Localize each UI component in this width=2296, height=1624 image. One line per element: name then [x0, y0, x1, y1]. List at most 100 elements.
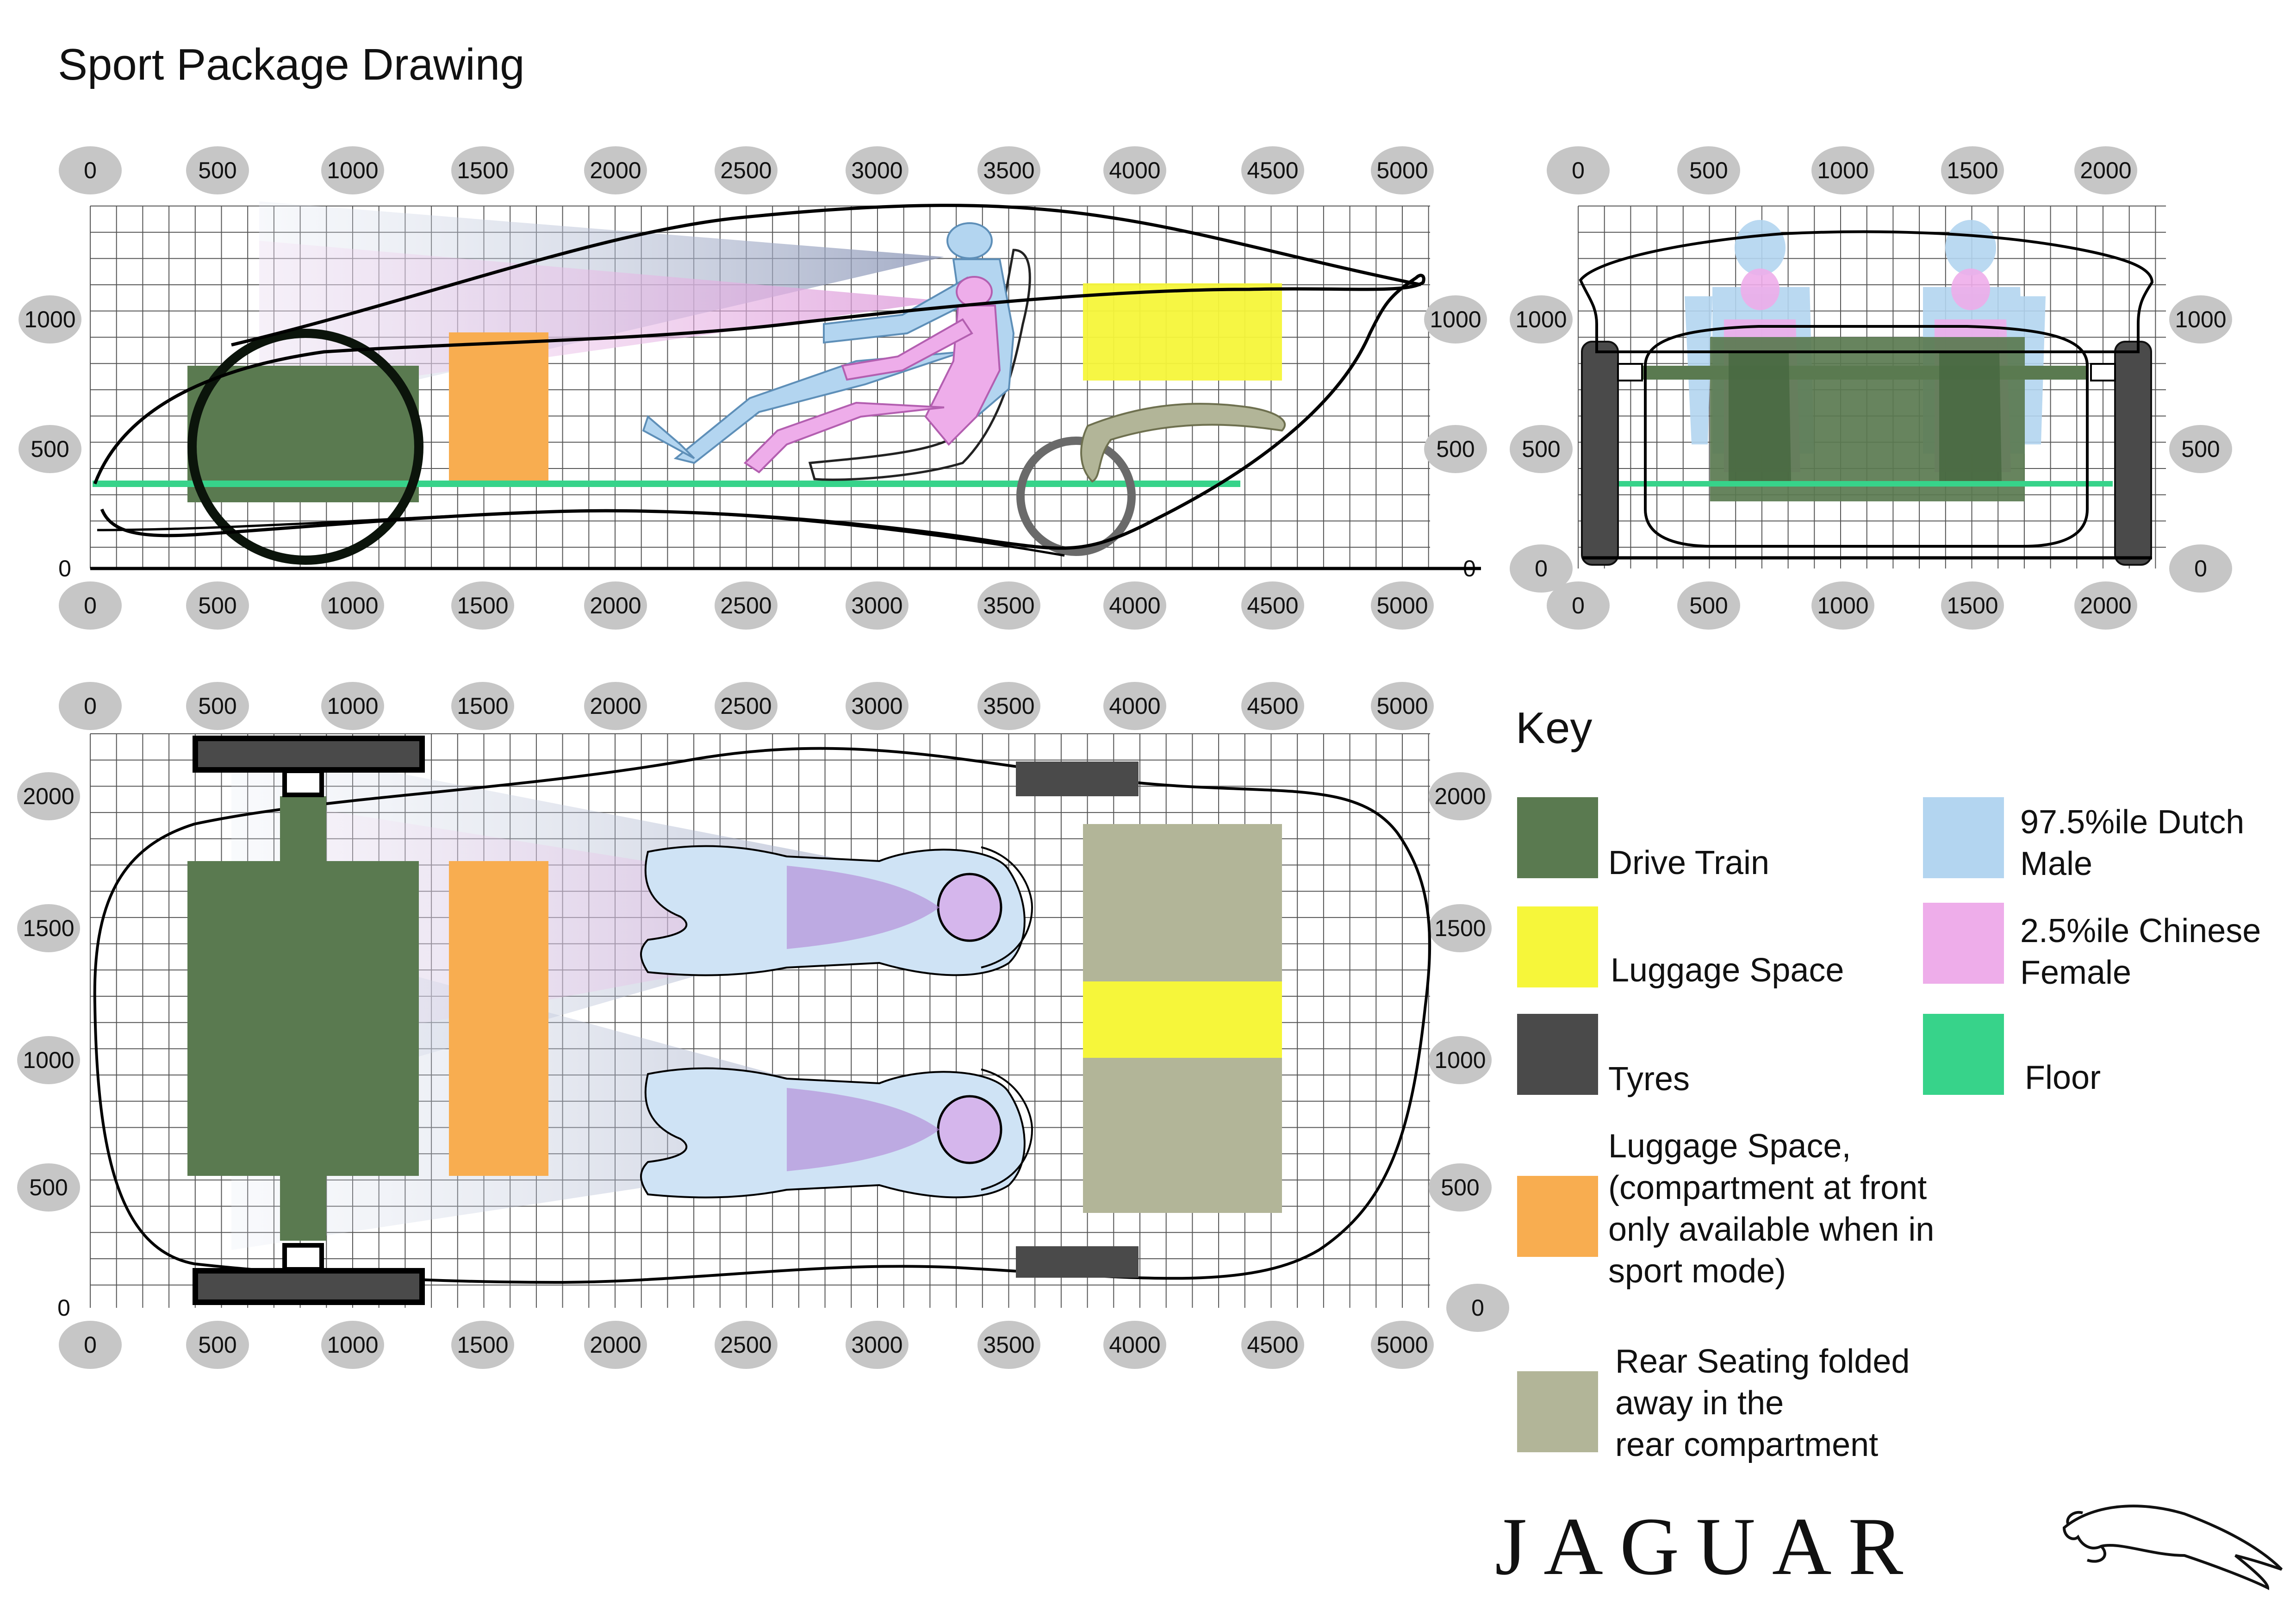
key-label-line: Rear Seating folded	[1615, 1343, 1910, 1380]
plan-xtick-top-4000: 4000	[1103, 682, 1166, 730]
plan-ytick-left-500-label: 500	[29, 1174, 68, 1200]
plan-ytick-left-2000-bubble	[17, 772, 80, 820]
plan-ytick-left-1500: 1500	[17, 904, 80, 952]
plan-xtick-bottom-3000-bubble	[846, 1321, 908, 1369]
front-ytick-right-0-bubble	[2169, 544, 2232, 593]
front-xtick-top-1000-bubble	[1811, 146, 1874, 194]
plan-xtick-top-3500: 3500	[977, 682, 1040, 730]
key-label-line: Luggage Space,	[1608, 1128, 1851, 1165]
side-xtick-bottom-5000-bubble	[1371, 581, 1434, 630]
plan-xtick-bottom-500-label: 500	[198, 1332, 236, 1358]
side-female-figure	[743, 276, 1001, 474]
plan-ytick-left-1000: 1000	[17, 1036, 80, 1084]
plan-xtick-bottom-3500: 3500	[977, 1321, 1040, 1369]
key-label-line: 97.5%ile Dutch	[2020, 804, 2244, 841]
side-ytick-left-1000-bubble	[19, 295, 81, 344]
key-label-line: Floor	[2025, 1059, 2101, 1096]
front-ytick-left-1000-bubble	[1510, 295, 1573, 344]
plan-xtick-top-1500: 1500	[451, 682, 514, 730]
plan-ytick-right-1000-label: 1000	[1434, 1047, 1486, 1073]
plan-xtick-bottom-4000-bubble	[1103, 1321, 1166, 1369]
plan-xtick-bottom-4500-label: 4500	[1247, 1332, 1298, 1358]
front-ytick-right-1000-bubble	[2169, 295, 2232, 344]
side-xtick-top-1500-bubble	[451, 146, 514, 194]
side-xtick-top-1500: 1500	[451, 146, 514, 194]
plan-ytick-right-2000: 2000	[1429, 772, 1492, 820]
side-xtick-top-0: 0	[59, 146, 122, 194]
plan-ytick-right-500-bubble	[1429, 1163, 1492, 1212]
side-rear-seat-folded	[1080, 403, 1286, 483]
plan-hub-top	[282, 768, 324, 797]
plan-xtick-bottom-500-bubble	[186, 1321, 249, 1369]
plan-xtick-bottom-3500-label: 3500	[983, 1332, 1034, 1358]
side-xtick-top-3000-label: 3000	[851, 157, 902, 183]
plan-luggage-space	[1083, 981, 1282, 1058]
front-car-body	[1579, 230, 2154, 353]
front-xtick-top-0: 0	[1547, 146, 1610, 194]
plan-xtick-bottom-5000-label: 5000	[1376, 1332, 1428, 1358]
side-xtick-top-1000: 1000	[321, 146, 384, 194]
key-label-line: Female	[2020, 954, 2131, 991]
side-xtick-bottom-4000-label: 4000	[1109, 593, 1160, 618]
plan-xtick-bottom-2000-bubble	[584, 1321, 647, 1369]
side-xtick-top-500-bubble	[186, 146, 249, 194]
key-swatch-tyres	[1517, 1014, 1598, 1095]
plan-rear-seating-upper	[1083, 824, 1282, 981]
side-xtick-top-1000-label: 1000	[327, 157, 378, 183]
plan-xtick-top-0: 0	[59, 682, 122, 730]
front-ytick-left-500: 500	[1510, 425, 1573, 473]
front-ytick-right-1000-label: 1000	[2175, 306, 2226, 332]
side-xtick-bottom-3000: 3000	[846, 581, 908, 630]
side-ytick-left-1000-label: 1000	[24, 306, 75, 332]
plan-ytick-right-1000: 1000	[1429, 1036, 1492, 1084]
side-xtick-top-1000-bubble	[321, 146, 384, 194]
side-xtick-top-4500-bubble	[1241, 146, 1304, 194]
plan-drive-train-axle	[280, 796, 326, 1241]
side-xtick-bottom-2500-label: 2500	[720, 593, 772, 618]
side-ytick-left-1000: 1000	[19, 295, 81, 344]
side-xtick-bottom-2000: 2000	[584, 581, 647, 630]
plan-ytick-right-0-label: 0	[1471, 1295, 1484, 1321]
plan-xtick-top-4000-bubble	[1103, 682, 1166, 730]
side-xtick-bottom-4500-label: 4500	[1247, 593, 1298, 618]
plan-ytick-left-2000: 2000	[17, 772, 80, 820]
front-ytick-left-0-bubble	[1510, 544, 1573, 593]
plan-xtick-bottom-4000-label: 4000	[1109, 1332, 1160, 1358]
plan-tyre-bottom	[193, 1268, 425, 1305]
front-xtick-bottom-1000: 1000	[1811, 581, 1874, 630]
plan-xtick-bottom-2500-label: 2500	[720, 1332, 772, 1358]
plan-xtick-top-1000: 1000	[321, 682, 384, 730]
plan-ytick-right-1500-bubble	[1429, 904, 1492, 952]
plan-xtick-bottom-4500-bubble	[1241, 1321, 1304, 1369]
plan-ytick-left-1000-bubble	[17, 1036, 80, 1084]
key-label-line: only available when in	[1608, 1211, 1934, 1248]
front-xtick-top-2000-label: 2000	[2080, 157, 2131, 183]
plan-xtick-bottom-4000: 4000	[1103, 1321, 1166, 1369]
plan-xtick-top-5000: 5000	[1371, 682, 1434, 730]
side-xtick-top-4000-bubble	[1103, 146, 1166, 194]
plan-xtick-bottom-1500-label: 1500	[457, 1332, 508, 1358]
front-xtick-bottom-0: 0	[1547, 581, 1610, 630]
plan-xtick-top-2500-label: 2500	[720, 693, 772, 719]
plan-xtick-bottom-3000-label: 3000	[851, 1332, 902, 1358]
side-xtick-bottom-5000-label: 5000	[1376, 593, 1428, 618]
front-xtick-bottom-0-label: 0	[1572, 593, 1585, 618]
plan-xtick-bottom-1000: 1000	[321, 1321, 384, 1369]
plan-ytick-left-500: 500	[17, 1163, 80, 1212]
plan-xtick-bottom-2000: 2000	[584, 1321, 647, 1369]
key-label-line: sport mode)	[1608, 1253, 1786, 1290]
side-xtick-bottom-1000: 1000	[321, 581, 384, 630]
front-xtick-bottom-500-bubble	[1677, 581, 1740, 630]
front-axle	[1643, 366, 2087, 380]
plan-xtick-bottom-5000: 5000	[1371, 1321, 1434, 1369]
front-xtick-top-0-label: 0	[1572, 157, 1585, 183]
side-ytick-right-1000-bubble	[1424, 295, 1487, 344]
side-xtick-bottom-1500-bubble	[451, 581, 514, 630]
front-xtick-top-500: 500	[1677, 146, 1740, 194]
side-xtick-bottom-4000-bubble	[1103, 581, 1166, 630]
